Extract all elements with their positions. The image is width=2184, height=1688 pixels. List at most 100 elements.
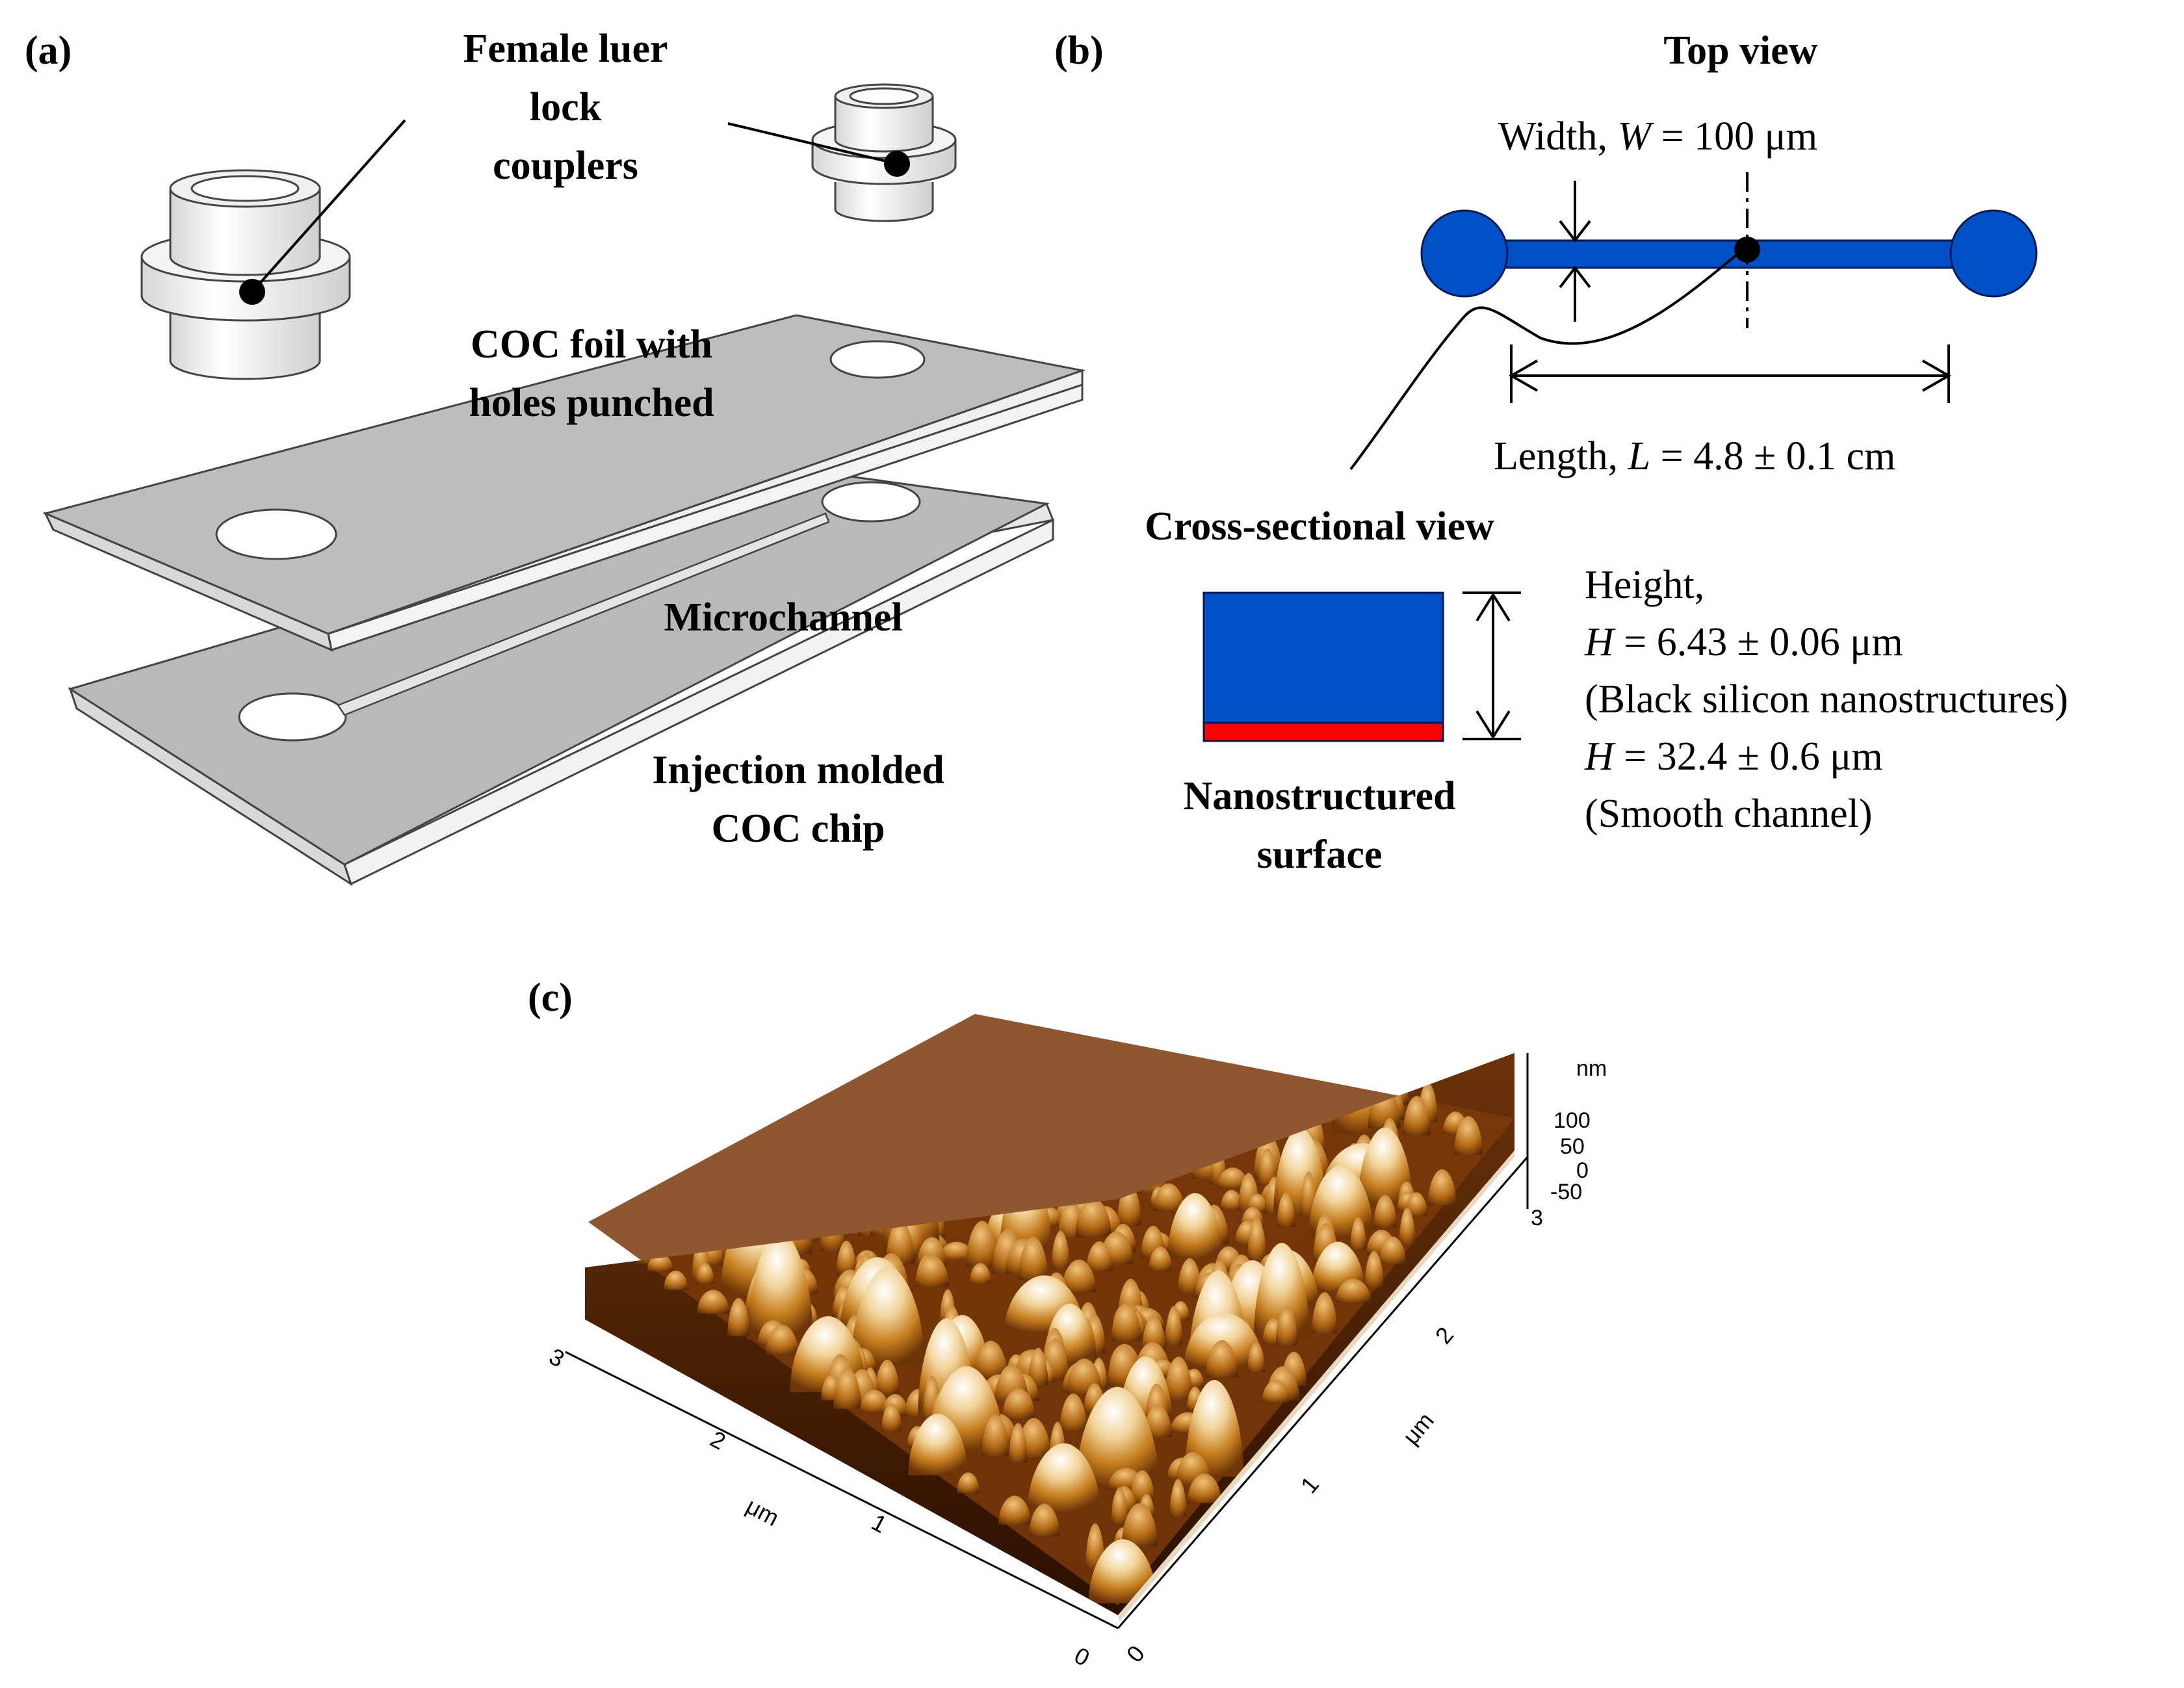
height-title: Height,	[1585, 563, 1704, 607]
z-tick-0: 0	[1576, 1158, 1589, 1183]
afm-small-peak	[1379, 1236, 1406, 1264]
panel-c-label: (c)	[528, 976, 573, 1020]
coc-foil	[42, 314, 1086, 652]
panel-c: (c) nm 100 50 0 -50 3 3 2 1 0 μm	[528, 924, 1607, 1671]
length-var: L	[1628, 434, 1650, 478]
afm-small-peak	[1153, 1183, 1184, 1211]
chip-outlet-hole	[821, 481, 921, 523]
left-tick-2: 2	[706, 1425, 730, 1455]
afm-tall-peak	[949, 924, 1017, 1022]
afm-small-peak	[664, 1270, 688, 1290]
height-smooth: H = 32.4 ± 0.6 μm	[1584, 734, 1883, 779]
afm-small-peak	[966, 1221, 998, 1267]
coupler-label-line1: Female luer	[463, 27, 668, 71]
afm-small-peak	[1169, 1479, 1187, 1517]
chip-label: Injection molded COC chip	[652, 748, 944, 851]
afm-small-peak	[1086, 1241, 1113, 1271]
z-axis-unit: nm	[1576, 1056, 1607, 1081]
afm-small-peak	[939, 1241, 974, 1260]
afm-tall-peak	[1167, 1193, 1223, 1260]
afm-small-peak	[833, 1368, 862, 1409]
coupler-label-line3: couplers	[493, 144, 638, 188]
left-tick-3: 3	[545, 1343, 569, 1373]
z-tick-minus50: -50	[1550, 1180, 1582, 1204]
afm-small-peak	[1335, 1279, 1372, 1303]
height-smooth-note: (Smooth channel)	[1585, 792, 1873, 836]
afm-peaks	[601, 924, 1483, 1604]
afm-tall-peak	[747, 1232, 813, 1340]
cross-section-channel	[1202, 591, 1444, 724]
afm-small-peak	[1111, 1303, 1142, 1342]
cross-section-leader	[1349, 248, 1745, 471]
afm-tall-peak	[1253, 1243, 1310, 1340]
afm-small-peak	[859, 1390, 889, 1412]
afm-small-peak	[1258, 1148, 1277, 1186]
nanostructured-label-line1: Nanostructured	[1183, 774, 1455, 818]
coupler-label: Female luer lock couplers	[463, 27, 668, 188]
height-value-2: = 32.4 ± 0.6 μm	[1614, 734, 1883, 779]
microchannel-groove	[337, 512, 830, 716]
afm-small-peak	[886, 1220, 915, 1264]
chip-label-line2: COC chip	[712, 807, 885, 851]
afm-small-peak	[1187, 1473, 1222, 1503]
afm-tall-peak	[908, 1414, 968, 1475]
afm-small-peak	[1143, 1405, 1172, 1438]
height-dimension-arrow	[1462, 591, 1521, 740]
nanostructured-layer	[1202, 721, 1444, 742]
left-axis-unit: μm	[742, 1492, 783, 1531]
coupler-leader-right	[727, 122, 898, 165]
afm-small-peak	[1051, 1230, 1070, 1269]
afm-small-peak	[1350, 1217, 1366, 1250]
afm-small-peak	[1061, 1259, 1097, 1293]
height-var-2: H	[1584, 734, 1616, 779]
afm-small-peak	[1121, 1503, 1158, 1546]
afm-tall-peak	[1184, 1379, 1244, 1477]
channel-outlet-circle	[1949, 209, 2038, 298]
afm-small-peak	[1029, 1503, 1060, 1537]
afm-small-peak	[766, 1325, 799, 1355]
foil-label-line1: COC foil with	[471, 322, 712, 367]
length-dimension-arrow	[1508, 344, 1952, 403]
cross-section-title: Cross-sectional view	[1145, 504, 1494, 549]
afm-small-peak	[1060, 1393, 1087, 1431]
afm-small-peak	[1364, 1251, 1384, 1288]
coupler-leader-left	[251, 119, 406, 293]
afm-small-peak	[1164, 1357, 1193, 1400]
afm-small-peak	[974, 1340, 1008, 1377]
afm-small-peak	[1217, 1167, 1248, 1189]
right-axis-unit: μm	[1398, 1407, 1439, 1449]
nanostructured-label: Nanostructured surface	[1183, 774, 1455, 877]
length-label-suffix: = 4.8 ± 0.1 cm	[1650, 434, 1895, 478]
afm-small-peak	[1403, 1096, 1431, 1136]
panel-a: (a)	[25, 27, 1086, 887]
afm-small-peak	[1165, 1306, 1183, 1345]
height-value-1: = 6.43 ± 0.06 μm	[1614, 620, 1903, 664]
afm-small-peak	[1111, 1487, 1128, 1524]
afm-small-peak	[982, 1414, 1009, 1457]
foil-label: COC foil with holes punched	[469, 322, 714, 425]
panel-b-label: (b)	[1054, 29, 1104, 73]
afm-small-peak	[1405, 1192, 1427, 1216]
cross-section-point	[1734, 237, 1760, 263]
width-label-prefix: Width,	[1498, 114, 1618, 159]
channel-inlet-circle	[1420, 209, 1509, 298]
afm-small-peak	[727, 1297, 750, 1336]
height-var-1: H	[1584, 620, 1616, 664]
afm-axes	[565, 1053, 1529, 1630]
width-var: W	[1618, 114, 1655, 159]
chip-inlet-hole	[238, 692, 347, 742]
height-info: Height, H = 6.43 ± 0.06 μm (Black silico…	[1584, 563, 2068, 836]
length-label-prefix: Length,	[1494, 434, 1628, 478]
luer-coupler-right	[811, 83, 957, 222]
afm-small-peak	[1019, 1236, 1048, 1280]
width-label-suffix: = 100 μm	[1651, 114, 1817, 159]
afm-small-peak	[1262, 1379, 1291, 1403]
right-tick-2: 2	[1430, 1321, 1459, 1349]
chip-label-line1: Injection molded	[652, 748, 944, 792]
z-tick-50: 50	[1560, 1134, 1585, 1159]
z-tick-100: 100	[1554, 1108, 1591, 1133]
afm-tall-peak	[1027, 1443, 1101, 1513]
length-label: Length, L = 4.8 ± 0.1 cm	[1494, 434, 1895, 478]
afm-small-peak	[1247, 1342, 1265, 1372]
luer-coupler-left	[140, 169, 351, 380]
